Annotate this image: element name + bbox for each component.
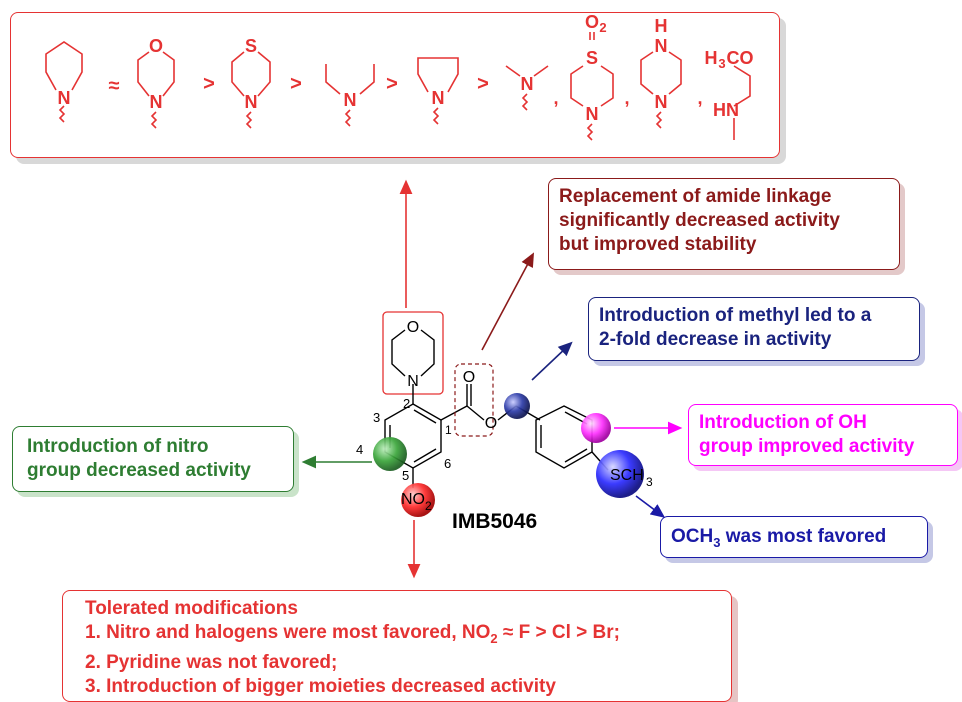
och3-suffix: was most favored [720, 526, 887, 547]
piperazine-h: H [655, 16, 668, 36]
arrows [301, 179, 683, 579]
thiomorpholine-n: N [245, 92, 258, 112]
nitro-label: NO [401, 491, 425, 508]
thiomorpholine-dioxide-structure [570, 32, 614, 141]
morpholine-n: N [150, 92, 163, 112]
ester-highlight-box [454, 363, 494, 437]
oh-note-line-1: Introduction of OH [699, 412, 867, 433]
green-sphere-pos4 [373, 437, 407, 471]
amine-series [45, 32, 751, 141]
compound-name: IMB5046 [452, 510, 537, 533]
oh-note-line-2: group improved activity [699, 436, 915, 457]
arrow-och3 [635, 495, 666, 518]
amine-labels: N ≈ O N > S N > N > N > N , O 2 S N , H … [58, 12, 754, 124]
piperidine-n: N [58, 88, 71, 108]
sulfone-o-subscript: 2 [599, 20, 606, 35]
oh-group-note: Introduction of OH group improved activi… [688, 404, 958, 466]
approx-sign: ≈ [109, 75, 120, 97]
tolerated-item-1: 1. Nitro and halogens were most favored,… [85, 621, 709, 651]
tolerated-modifications-box: Tolerated modifications 1. Nitro and hal… [62, 590, 732, 702]
diethylamine-n: N [344, 90, 357, 110]
highlight-spheres [373, 393, 644, 517]
comma-3: , [697, 88, 702, 108]
position-5: 5 [402, 468, 409, 483]
position-1: 1 [445, 423, 452, 437]
och3-note: OCH3 was most favored [660, 516, 928, 558]
och3-text: OCH [671, 526, 714, 547]
morpholine-structure [137, 51, 175, 129]
nitro-note: Introduction of nitro group decreased ac… [12, 426, 294, 492]
comma-1: , [553, 88, 558, 108]
greater-sign-3: > [386, 73, 398, 95]
position-4: 4 [356, 442, 363, 457]
methoxyethylamine-structure [733, 65, 751, 140]
molecule-imb5046 [382, 311, 609, 488]
navy-sphere-methylene [504, 393, 530, 419]
amine-series-box [10, 12, 780, 158]
dimethylamine-n: N [521, 74, 534, 94]
tolerated-item-1-text: 1. Nitro and halogens were most favored,… [85, 622, 491, 643]
ester-o-label: O [485, 415, 497, 432]
methyl-note-line-2: 2-fold decrease in activity [599, 329, 832, 350]
arrow-methyl [531, 341, 573, 381]
methoxy-co: CO [727, 48, 754, 68]
thiomorpholine-structure [231, 51, 271, 129]
amide-linkage-note: Replacement of amide linkage significant… [548, 178, 900, 270]
greater-sign-2: > [290, 73, 302, 95]
piperazine-n: N [655, 92, 668, 112]
amide-note-line-2: significantly decreased activity [559, 210, 840, 231]
methyl-note-line-1: Introduction of methyl led to a [599, 305, 872, 326]
tolerated-item-1-subscript: 2 [490, 630, 498, 646]
magenta-sphere-ortho [581, 413, 611, 443]
carbonyl-o-label: O [463, 369, 475, 386]
methoxy-3: 3 [718, 56, 725, 71]
comma-2: , [624, 88, 629, 108]
tolerated-item-3: 3. Introduction of bigger moieties decre… [85, 675, 556, 697]
amide-note-line-3: but improved stability [559, 234, 757, 255]
sulfone-s: S [586, 48, 598, 68]
amide-note-line-1: Replacement of amide linkage [559, 186, 832, 207]
och3-note-line: OCH3 was most favored [671, 525, 917, 555]
thiomorpholine-s: S [245, 36, 257, 56]
och3-subscript: 3 [713, 534, 721, 550]
sulfone-o: O [585, 12, 599, 32]
nitro-note-line-1: Introduction of nitro [27, 436, 209, 457]
diethylamine-structure [325, 64, 375, 127]
dimethylamine-structure [505, 65, 549, 111]
sch3-subscript: 3 [646, 475, 653, 489]
piperazine-structure [640, 51, 682, 129]
morpholine-n-label: N [407, 373, 419, 390]
tolerated-item-1-suffix: ≈ F > Cl > Br; [497, 622, 620, 643]
nitro-note-line-2: group decreased activity [27, 460, 251, 481]
morpholine-o: O [149, 36, 163, 56]
position-2: 2 [403, 396, 410, 411]
position-6: 6 [444, 456, 451, 471]
nitro-subscript: 2 [425, 499, 432, 513]
methyl-note: Introduction of methyl led to a 2-fold d… [588, 297, 920, 361]
sch3-label: SCH [610, 467, 644, 484]
piperazine-nh: N [655, 36, 668, 56]
methoxyethylamine-hn: HN [713, 100, 739, 120]
greater-sign-1: > [203, 73, 215, 95]
pyrrolidine-n: N [432, 88, 445, 108]
tolerated-item-2: 2. Pyridine was not favored; [85, 651, 338, 673]
arrow-amide [481, 252, 535, 351]
position-3: 3 [373, 410, 380, 425]
greater-sign-4: > [477, 73, 489, 95]
sulfone-n: N [586, 104, 599, 124]
tolerated-title: Tolerated modifications [85, 598, 298, 619]
blue-sphere-sch3 [596, 450, 644, 498]
piperidine-structure [45, 41, 83, 123]
molecule-labels: O N O O NO 2 SCH 3 2 3 4 5 6 1 IMB5046 [356, 319, 653, 533]
pyrrolidine-structure [417, 57, 459, 125]
red-sphere-nitro [401, 483, 435, 517]
morpholine-o-label: O [407, 319, 419, 336]
methoxy-h: H [705, 48, 718, 68]
